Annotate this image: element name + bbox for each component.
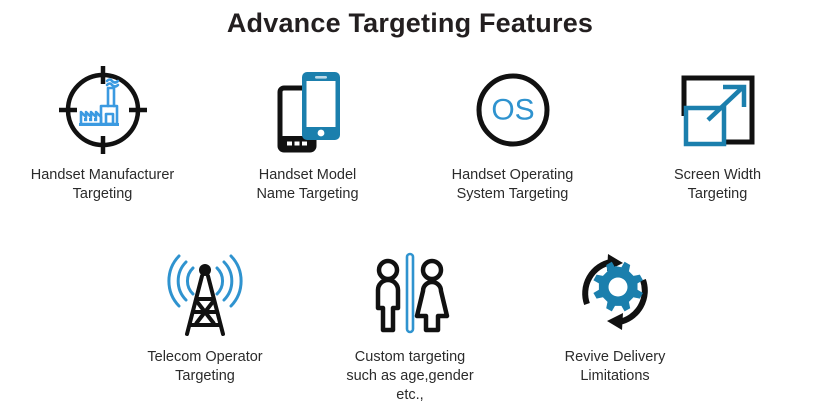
feature-screen-width[interactable]: Screen Width Targeting bbox=[615, 62, 820, 204]
two-phones-icon bbox=[258, 62, 358, 158]
page-title: Advance Targeting Features bbox=[226, 8, 594, 38]
feature-row-2: Telecom Operator Targeting bbox=[0, 244, 820, 405]
feature-label: Handset Operating System Targeting bbox=[451, 167, 574, 202]
feature-custom-targeting[interactable]: Custom targeting such as age,gender etc.… bbox=[308, 244, 513, 405]
feature-label: Telecom Operator Targeting bbox=[147, 349, 263, 384]
feature-handset-model-name[interactable]: Handset Model Name Targeting bbox=[205, 62, 410, 204]
feature-revive-delivery[interactable]: Revive Delivery Limitations bbox=[513, 244, 718, 405]
os-label: OS bbox=[491, 94, 534, 127]
os-circle-icon: OS bbox=[463, 62, 563, 158]
male-female-divider-icon bbox=[360, 244, 460, 340]
gear-refresh-icon bbox=[565, 244, 665, 340]
feature-label: Handset Manufacturer Targeting bbox=[30, 167, 175, 202]
feature-label: Custom targeting such as age,gender etc.… bbox=[346, 349, 474, 403]
feature-telecom-operator[interactable]: Telecom Operator Targeting bbox=[103, 244, 308, 405]
feature-handset-manufacturer[interactable]: Handset Manufacturer Targeting bbox=[0, 62, 205, 204]
feature-label: Revive Delivery Limitations bbox=[564, 349, 666, 384]
feature-label: Screen Width Targeting bbox=[673, 167, 762, 202]
feature-row-1: Handset Manufacturer Targeting bbox=[0, 62, 820, 204]
screen-width-arrow-icon bbox=[668, 62, 768, 158]
crosshair-factory-icon bbox=[53, 62, 153, 158]
feature-handset-os[interactable]: OS Handset Operating System Targeting bbox=[410, 62, 615, 204]
feature-label: Handset Model Name Targeting bbox=[256, 167, 359, 202]
cell-tower-icon bbox=[155, 244, 255, 340]
